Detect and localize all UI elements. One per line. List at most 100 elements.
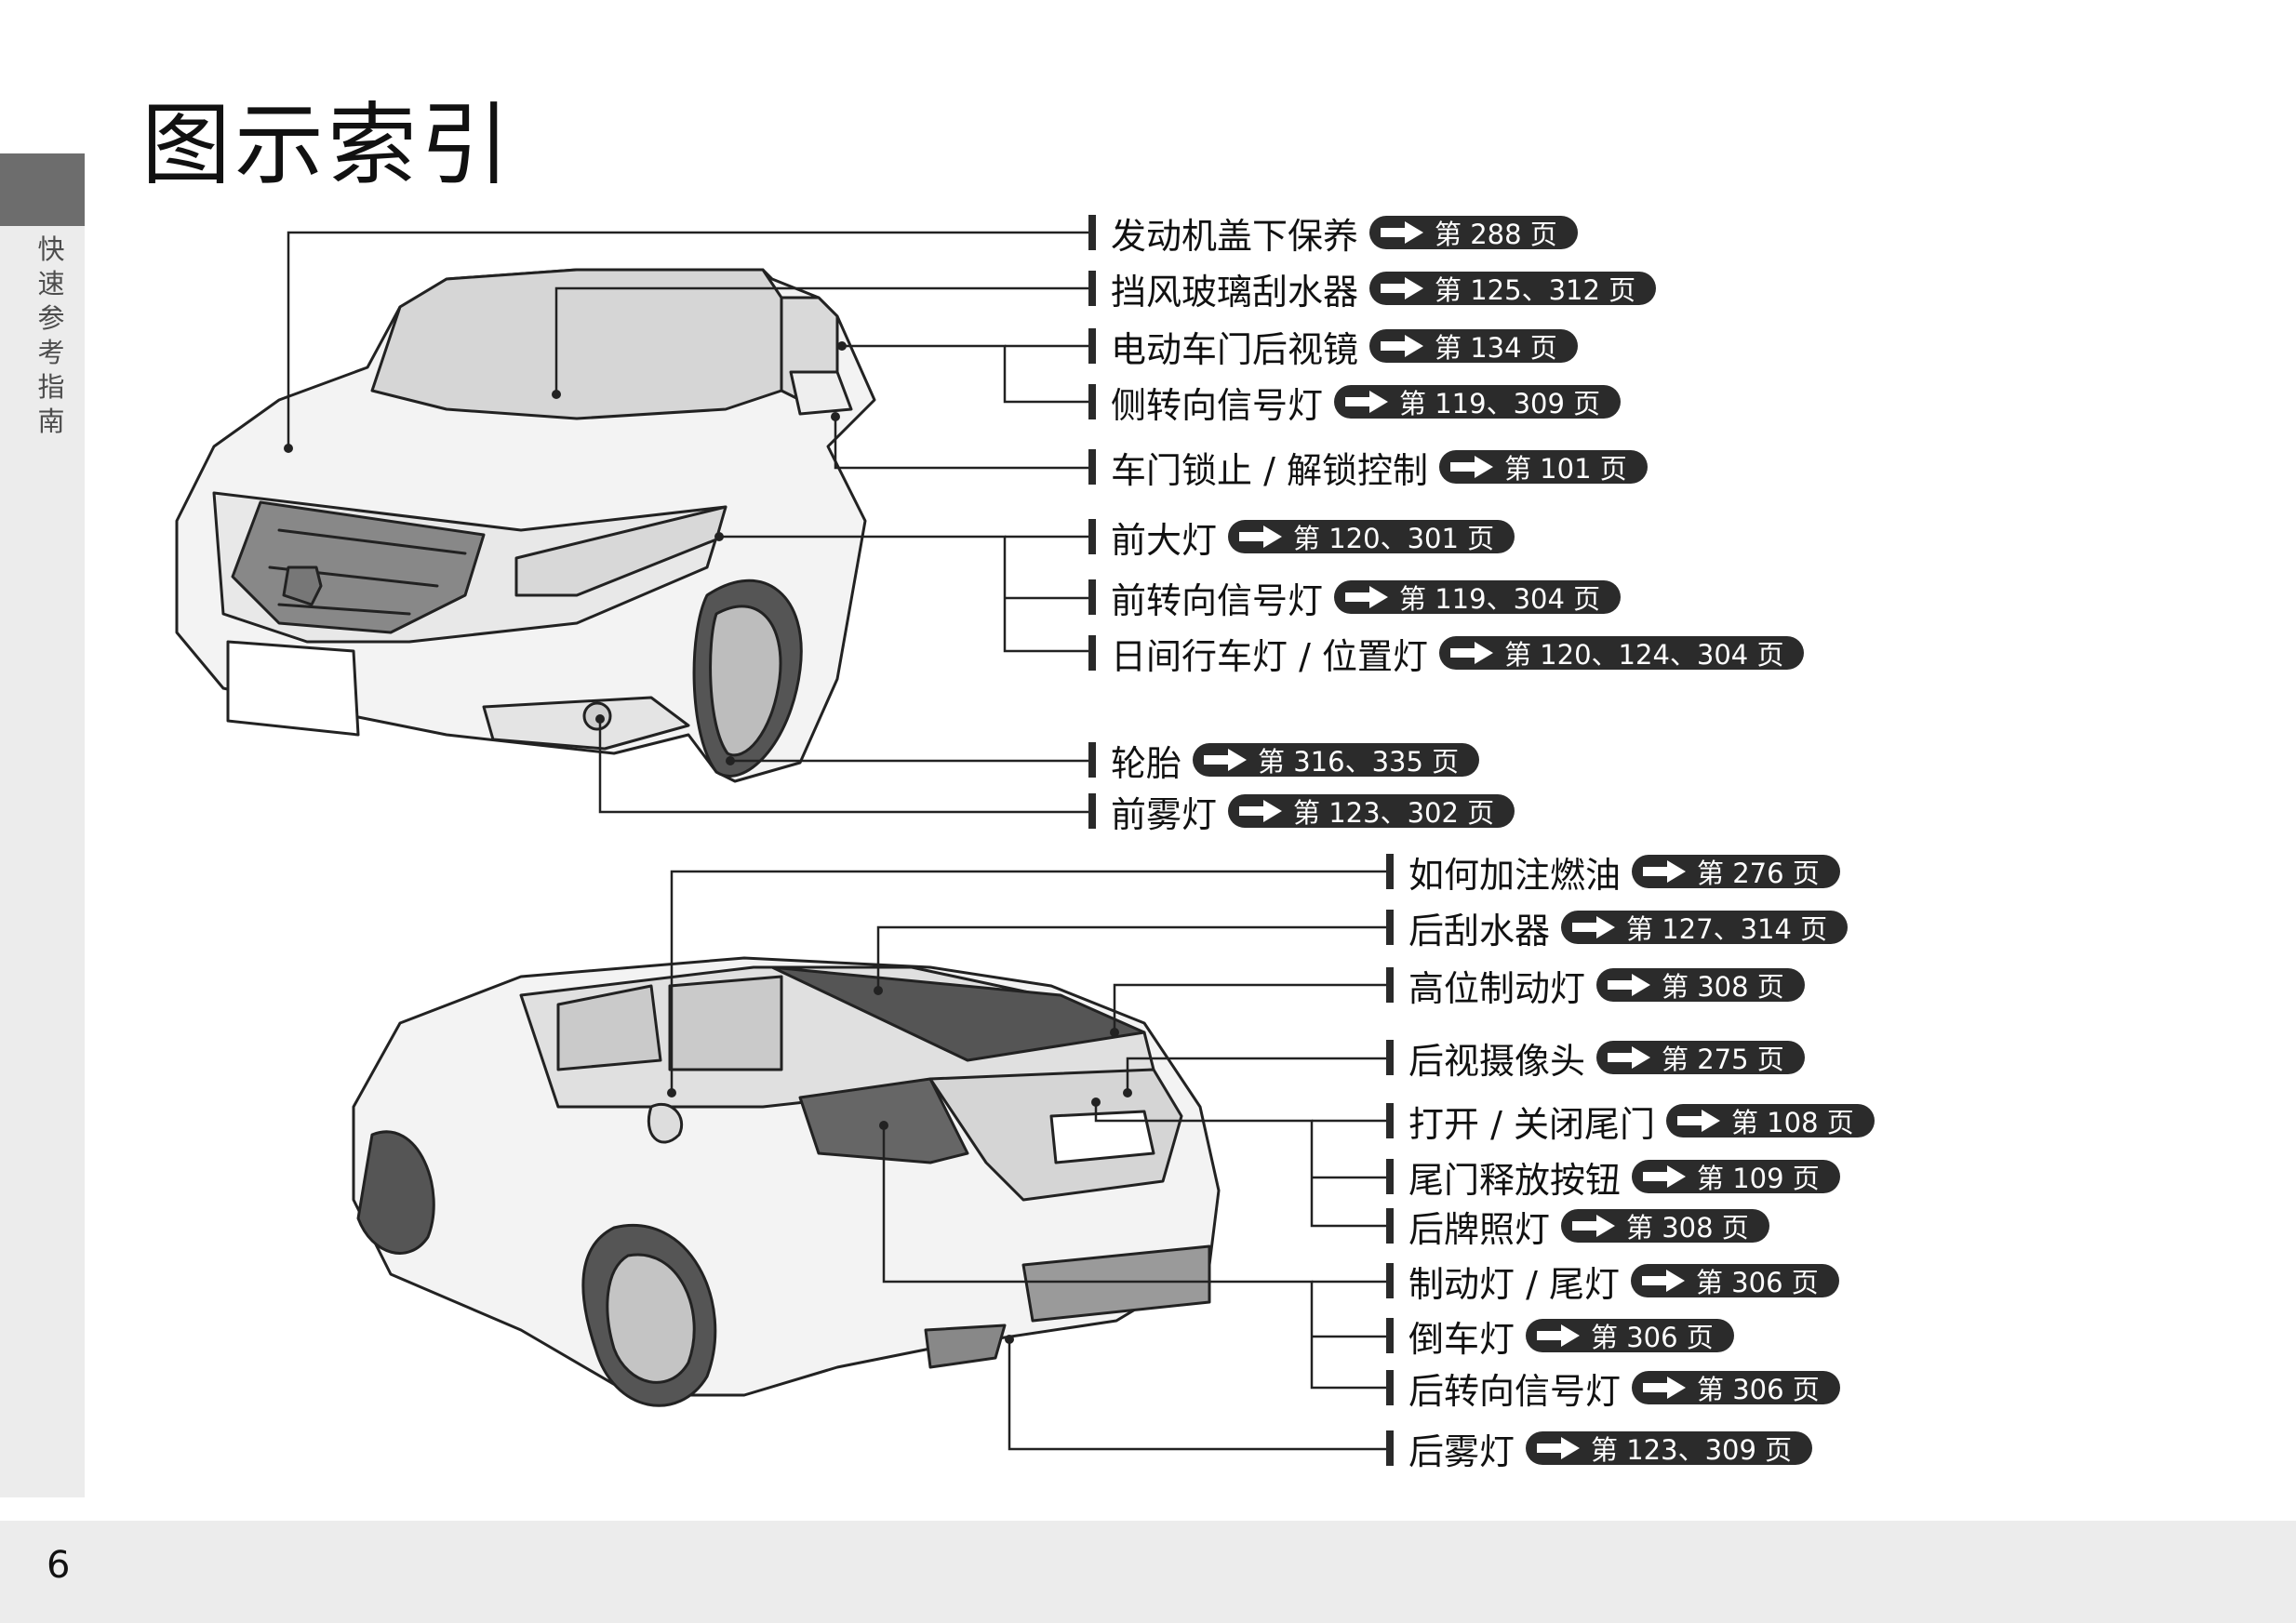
callout-label: 高位制动灯 <box>1408 967 1586 1009</box>
front-callout-8: 轮胎第 316、335 页 <box>1088 739 1480 784</box>
page-reference-text: 第 120、301 页 <box>1293 523 1495 554</box>
page-reference-text: 第 316、335 页 <box>1258 746 1460 778</box>
page-reference-link[interactable]: 第 120、124、304 页 <box>1438 636 1805 671</box>
callout-label: 前雾灯 <box>1111 793 1218 835</box>
page-reference-link[interactable]: 第 119、304 页 <box>1334 580 1622 615</box>
front-callout-4: 车门锁止 / 解锁控制第 101 页 <box>1088 446 1648 491</box>
page-reference-text: 第 134 页 <box>1435 332 1557 364</box>
right-arrow-icon <box>1381 335 1424 357</box>
rear-callout-9: 后转向信号灯 第 306 页 <box>1386 1367 1840 1412</box>
page-reference-text: 第 308 页 <box>1662 971 1784 1003</box>
callout-label: 后雾灯 <box>1408 1430 1515 1472</box>
right-arrow-icon <box>1381 221 1424 244</box>
page-reference-text: 第 120、124、304 页 <box>1503 639 1784 671</box>
front-callout-0: 发动机盖下保养 第 288 页 <box>1088 212 1578 257</box>
page-reference-link[interactable]: 第 306 页 <box>1526 1319 1734 1353</box>
callout-marker <box>1088 793 1096 829</box>
right-arrow-icon <box>1643 1377 1687 1399</box>
callout-marker <box>1386 1040 1394 1075</box>
callout-label: 制动灯 / 尾灯 <box>1408 1263 1620 1305</box>
page-reference-link[interactable]: 第 316、335 页 <box>1193 743 1480 778</box>
page-reference-link[interactable]: 第 127、314 页 <box>1561 911 1849 945</box>
right-arrow-icon <box>1345 391 1389 413</box>
callout-label: 如何加注燃油 <box>1408 854 1622 896</box>
right-arrow-icon <box>1643 860 1687 883</box>
callout-marker <box>1386 1430 1394 1466</box>
callout-label: 后刮水器 <box>1408 910 1551 951</box>
callout-label: 电动车门后视镜 <box>1111 328 1359 370</box>
rear-callout-4: 打开 / 关闭尾门第 108 页 <box>1386 1100 1875 1145</box>
front-callout-9: 前雾灯 第 123、302 页 <box>1088 791 1515 835</box>
page-reference-text: 第 308 页 <box>1626 1212 1749 1244</box>
rear-callout-6: 后牌照灯 第 308 页 <box>1386 1205 1769 1250</box>
page-reference-text: 第 306 页 <box>1591 1322 1714 1353</box>
callout-marker <box>1088 449 1096 485</box>
callout-marker <box>1088 328 1096 364</box>
rear-callout-8: 倒车灯 第 306 页 <box>1386 1315 1734 1360</box>
page-reference-link[interactable]: 第 120、301 页 <box>1228 520 1515 554</box>
rear-callout-0: 如何加注燃油第 276 页 <box>1386 851 1840 896</box>
page-reference-text: 第 119、304 页 <box>1399 583 1601 615</box>
footer-bar <box>0 1521 2296 1623</box>
callout-label: 后牌照灯 <box>1408 1208 1551 1250</box>
page-reference-text: 第 125、312 页 <box>1435 274 1636 306</box>
page-reference-link[interactable]: 第 308 页 <box>1561 1209 1769 1244</box>
right-arrow-icon <box>1449 456 1493 478</box>
page-reference-link[interactable]: 第 125、312 页 <box>1369 272 1657 306</box>
callout-label: 发动机盖下保养 <box>1111 215 1359 257</box>
callout-label: 日间行车灯 / 位置灯 <box>1111 635 1428 677</box>
page-reference-link[interactable]: 第 109 页 <box>1632 1160 1840 1194</box>
page-reference-text: 第 275 页 <box>1662 1044 1784 1075</box>
callout-label: 前转向信号灯 <box>1111 579 1324 621</box>
page-reference-text: 第 123、302 页 <box>1293 797 1495 829</box>
page-reference-link[interactable]: 第 134 页 <box>1369 329 1578 364</box>
callout-marker <box>1386 910 1394 945</box>
page-reference-link[interactable]: 第 108 页 <box>1665 1104 1875 1138</box>
callout-label: 倒车灯 <box>1408 1318 1515 1360</box>
callout-label: 后转向信号灯 <box>1408 1370 1622 1412</box>
page-reference-link[interactable]: 第 123、309 页 <box>1526 1431 1813 1466</box>
callout-marker <box>1386 854 1394 889</box>
page-reference-link[interactable]: 第 306 页 <box>1630 1264 1839 1298</box>
rear-car-drawing <box>352 956 1221 1407</box>
page-number: 6 <box>47 1544 71 1587</box>
callout-marker <box>1386 1208 1394 1244</box>
callout-label: 挡风玻璃刮水器 <box>1111 271 1359 313</box>
page-reference-text: 第 123、309 页 <box>1591 1434 1793 1466</box>
page-reference-link[interactable]: 第 306 页 <box>1632 1371 1840 1405</box>
page-reference-link[interactable]: 第 276 页 <box>1632 855 1840 889</box>
front-callout-5: 前大灯 第 120、301 页 <box>1088 516 1515 561</box>
right-arrow-icon <box>1572 916 1616 938</box>
callout-marker <box>1386 1103 1394 1138</box>
page-reference-text: 第 109 页 <box>1697 1163 1820 1194</box>
right-arrow-icon <box>1239 800 1283 822</box>
front-callout-6: 前转向信号灯 第 119、304 页 <box>1088 577 1622 621</box>
page-reference-text: 第 288 页 <box>1435 219 1557 250</box>
callout-leader-lines <box>287 231 1386 1451</box>
callout-marker <box>1088 215 1096 250</box>
callout-marker <box>1386 967 1394 1003</box>
page-reference-text: 第 127、314 页 <box>1626 913 1828 945</box>
page-reference-link[interactable]: 第 101 页 <box>1438 450 1648 485</box>
front-car-drawing <box>175 268 876 783</box>
right-arrow-icon <box>1572 1215 1616 1237</box>
front-callout-1: 挡风玻璃刮水器 第 125、312 页 <box>1088 268 1657 313</box>
callout-label: 前大灯 <box>1111 519 1218 561</box>
page-reference-link[interactable]: 第 288 页 <box>1369 216 1578 250</box>
right-arrow-icon <box>1537 1324 1581 1347</box>
callout-marker <box>1088 384 1096 419</box>
page-reference-text: 第 306 页 <box>1695 1267 1819 1298</box>
front-callout-3: 侧转向信号灯第 119、309 页 <box>1088 381 1622 426</box>
right-arrow-icon <box>1239 525 1283 548</box>
right-arrow-icon <box>1449 642 1493 664</box>
page-reference-text: 第 306 页 <box>1697 1374 1820 1405</box>
right-arrow-icon <box>1204 749 1248 771</box>
right-arrow-icon <box>1643 1165 1687 1188</box>
callout-marker <box>1386 1318 1394 1353</box>
page-reference-link[interactable]: 第 308 页 <box>1596 968 1805 1003</box>
page-title: 图示索引 <box>141 93 514 197</box>
page-reference-link[interactable]: 第 123、302 页 <box>1228 794 1515 829</box>
page-reference-link[interactable]: 第 275 页 <box>1596 1041 1805 1075</box>
page-reference-link[interactable]: 第 119、309 页 <box>1334 385 1622 419</box>
